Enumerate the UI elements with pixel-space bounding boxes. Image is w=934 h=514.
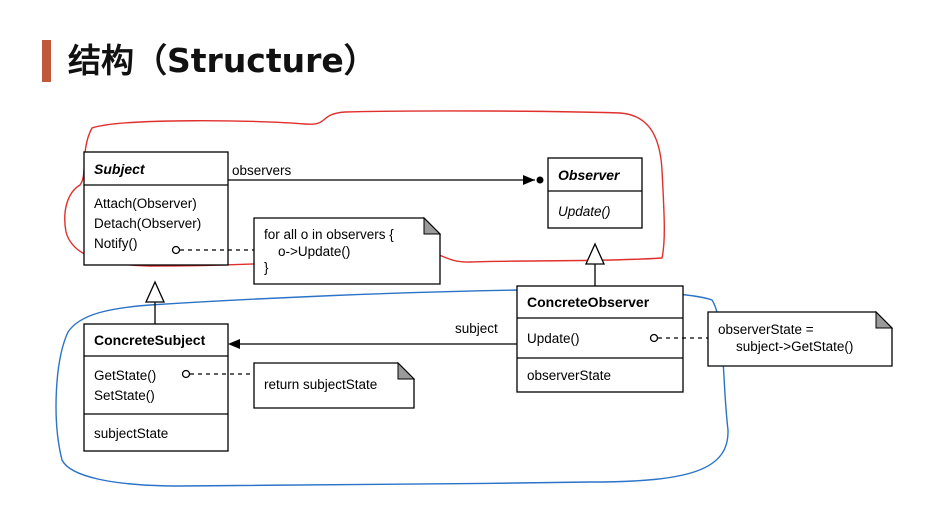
observer-inheritance-triangle	[584, 242, 606, 265]
subject-class-name: Subject	[94, 161, 146, 177]
notify-note-anchor	[171, 245, 181, 255]
subject-operation: Attach(Observer)	[94, 196, 197, 211]
subject-operation: Detach(Observer)	[94, 216, 201, 231]
update-note-line: observerState =	[718, 322, 814, 337]
getstate-note-anchor	[181, 369, 191, 379]
notify-note-line: o->Update()	[278, 244, 350, 259]
subject-class: Subject Attach(Observer) Detach(Observer…	[83, 151, 229, 266]
notify-note-line: for all o in observers {	[264, 227, 394, 242]
observer-class-name: Observer	[558, 167, 621, 183]
concrete-subject-operation: GetState()	[94, 368, 156, 383]
getstate-note: return subjectState	[253, 361, 416, 409]
update-note-line: subject->GetState()	[736, 339, 853, 354]
concrete-subject-class-name: ConcreteSubject	[94, 332, 206, 348]
notify-note: for all o in observers { o->Update() }	[253, 216, 442, 285]
observers-arrowhead	[523, 175, 535, 185]
concrete-observer-operation: Update()	[527, 331, 580, 346]
observer-class: Observer Update()	[547, 157, 643, 229]
update-note: observerState = subject->GetState()	[707, 310, 894, 367]
notify-note-line: }	[264, 260, 269, 275]
subject-label: subject	[455, 321, 498, 336]
concrete-subject-class: ConcreteSubject GetState() SetState() su…	[83, 323, 229, 452]
getstate-note-line: return subjectState	[264, 377, 377, 392]
observers-multiplicity-dot	[536, 176, 544, 184]
subject-inheritance-triangle	[144, 280, 166, 303]
update-note-anchor	[649, 333, 659, 343]
concrete-observer-class-name: ConcreteObserver	[527, 294, 650, 310]
slide-title: 结构（Structure）	[68, 41, 377, 80]
concrete-subject-attribute: subjectState	[94, 426, 168, 441]
red-annotation-outline	[64, 110, 666, 267]
concrete-observer-class: ConcreteObserver Update() observerState	[516, 285, 684, 393]
subject-arrowhead	[228, 339, 240, 349]
subject-operation: Notify()	[94, 236, 138, 251]
concrete-observer-attribute: observerState	[527, 368, 611, 383]
observer-operation: Update()	[558, 204, 611, 219]
observers-label: observers	[232, 163, 292, 178]
concrete-subject-operation: SetState()	[94, 388, 155, 403]
title-accent-bar	[42, 40, 51, 82]
